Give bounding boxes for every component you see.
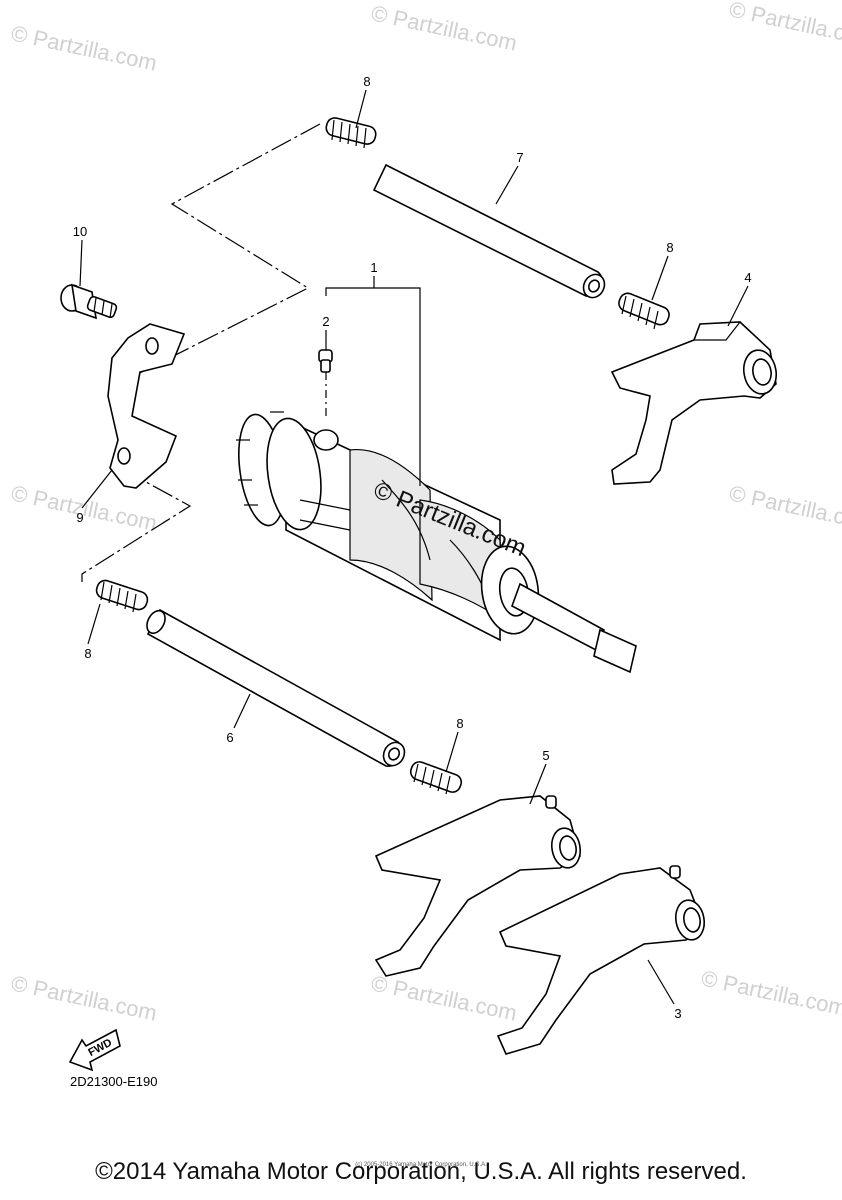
callout-4: 4 <box>744 270 751 285</box>
shift-fork-part-4 <box>610 321 778 485</box>
callout-5: 5 <box>542 748 549 763</box>
callout-6: 6 <box>226 730 233 745</box>
watermark-text: © Partzilla.com <box>369 970 519 1025</box>
callout-3: 3 <box>674 1006 681 1021</box>
spring-part-8-right <box>618 292 670 330</box>
diagram-code: 2D21300-E190 <box>70 1074 157 1089</box>
shift-fork-part-3 <box>496 865 706 1055</box>
callout-7: 7 <box>516 150 523 165</box>
callout-10: 10 <box>73 224 87 239</box>
shift-shaft-part-7 <box>372 163 606 299</box>
shift-drum-part-1 <box>236 411 637 674</box>
fwd-arrow-icon: FWD <box>68 1028 121 1072</box>
watermark-text: © Partzilla.com <box>727 0 842 52</box>
shift-fork-part-5 <box>374 795 582 977</box>
shift-shaft-part-6 <box>146 608 406 767</box>
watermark-text: © Partzilla.com <box>369 0 519 55</box>
leader-lines <box>79 89 749 1005</box>
stopper-plate-part-9 <box>107 323 186 489</box>
spring-part-8-lower <box>409 761 463 795</box>
watermark-text: © Partzilla.com <box>699 965 842 1020</box>
pin-part-2 <box>318 349 333 420</box>
assembly-guide-lines <box>81 123 321 582</box>
watermark-text: © Partzilla.com <box>9 480 159 535</box>
callout-8: 8 <box>363 74 370 89</box>
spring-part-8-top <box>325 117 377 149</box>
watermark-text: © Partzilla.com <box>9 970 159 1025</box>
callout-8: 8 <box>456 716 463 731</box>
callout-8: 8 <box>84 646 91 661</box>
watermark-text: © Partzilla.com <box>727 480 842 535</box>
callout-9: 9 <box>76 510 83 525</box>
watermark-text: © Partzilla.com <box>9 20 159 75</box>
callout-2: 2 <box>322 314 329 329</box>
callout-labels: 8 7 8 4 10 1 2 9 8 6 8 5 3 <box>73 74 752 1021</box>
copyright-small: (c) 2005-2016 Yamaha Motor Corporation, … <box>355 1162 487 1168</box>
bolt-part-10 <box>60 283 118 320</box>
callout-1: 1 <box>370 260 377 275</box>
copyright-notice: ©2014 Yamaha Motor Corporation, U.S.A. A… <box>95 1158 747 1185</box>
callout-8: 8 <box>666 240 673 255</box>
spring-part-8-left <box>95 579 149 613</box>
